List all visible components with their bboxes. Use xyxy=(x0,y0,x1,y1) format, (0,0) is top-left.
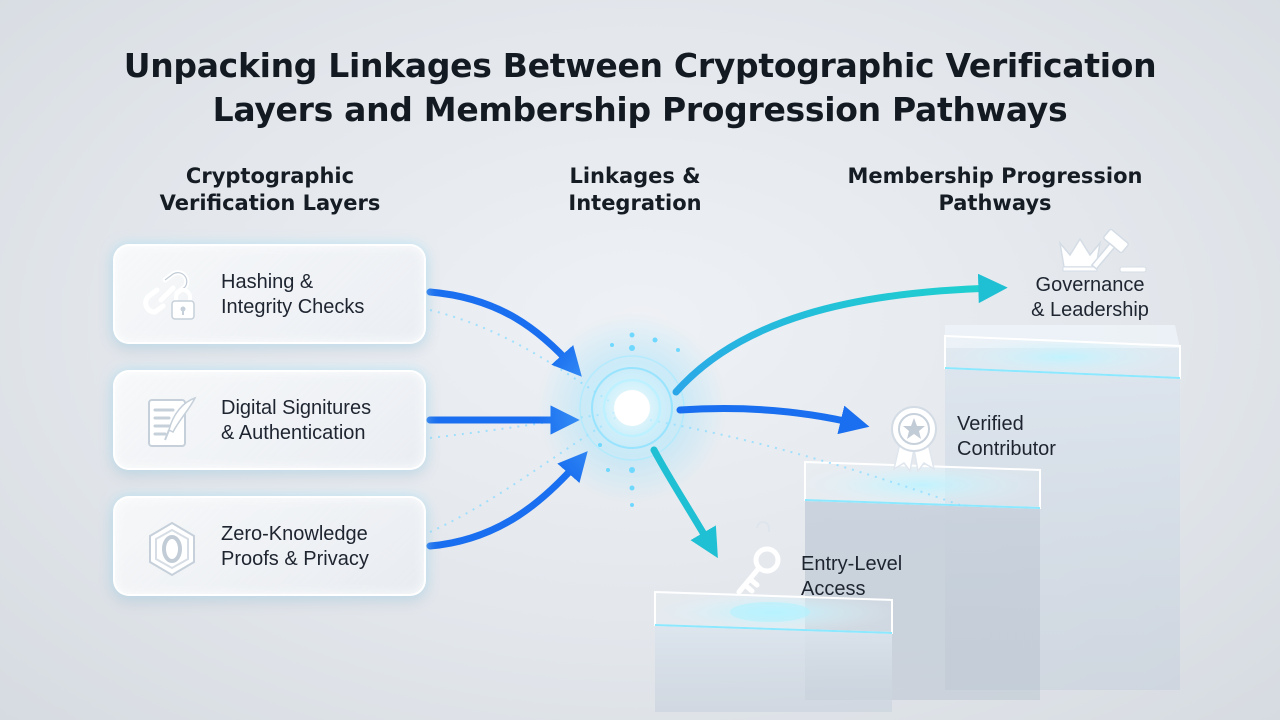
chain-lock-icon xyxy=(143,270,195,320)
arrow-zk-to-hub xyxy=(426,451,588,550)
stage-label-verified: Verified Contributor xyxy=(957,412,1056,462)
column-heading-line: Membership Progression xyxy=(847,164,1143,188)
stage-label-line: & Leadership xyxy=(1031,299,1149,321)
stage-label-line: Governance xyxy=(1035,274,1145,296)
column-heading-membership-pathways: Membership Progression Pathways xyxy=(820,163,1170,217)
dotted-linkage-lines xyxy=(429,309,961,533)
stage-label-line: Contributor xyxy=(957,438,1056,460)
quill-document-icon xyxy=(148,396,197,447)
page-title: Unpacking Linkages Between Cryptographic… xyxy=(0,44,1280,132)
column-heading-line: Verification Layers xyxy=(159,191,381,215)
column-heading-linkages: Linkages & Integration xyxy=(520,163,750,217)
column-heading-line: Integration xyxy=(568,191,702,215)
layer-label-line: Zero-Knowledge xyxy=(221,523,368,545)
zero-hexagon-icon xyxy=(149,521,195,577)
column-heading-line: Pathways xyxy=(938,191,1052,215)
stage-label-line: Entry-Level xyxy=(801,553,903,575)
layer-label-line: Integrity Checks xyxy=(221,296,365,318)
layer-label-line: & Authentication xyxy=(221,422,366,444)
podium-block-entry xyxy=(654,590,893,712)
stage-label-governance: Governance & Leadership xyxy=(1022,273,1158,323)
layer-label-line: Hashing & xyxy=(221,271,314,293)
stage-label-entry: Entry-Level Access xyxy=(801,552,902,602)
layer-card-zero-knowledge: Zero-Knowledge Proofs & Privacy xyxy=(113,496,426,596)
layer-label-line: Proofs & Privacy xyxy=(221,548,369,570)
layer-label-line: Digital Signitures xyxy=(221,397,372,419)
title-line-2: Layers and Membership Progression Pathwa… xyxy=(212,90,1068,129)
stage-label-line: Verified xyxy=(957,413,1024,435)
column-heading-line: Linkages & xyxy=(569,164,701,188)
crown-gavel-icon xyxy=(1058,228,1147,273)
title-line-1: Unpacking Linkages Between Cryptographic… xyxy=(123,46,1157,85)
stage-label-line: Access xyxy=(801,578,866,600)
layer-card-signatures: Digital Signitures & Authentication xyxy=(113,370,426,470)
column-heading-verification-layers: Cryptographic Verification Layers xyxy=(120,163,420,217)
arrow-hub-to-entry xyxy=(650,446,718,559)
column-heading-line: Cryptographic xyxy=(185,164,355,188)
layer-card-hashing: Hashing & Integrity Checks xyxy=(113,244,426,344)
award-badge-icon xyxy=(891,406,937,473)
arrow-hub-to-governance xyxy=(672,273,1008,396)
key-icon xyxy=(736,521,781,595)
arrow-hub-to-verified xyxy=(676,405,870,435)
